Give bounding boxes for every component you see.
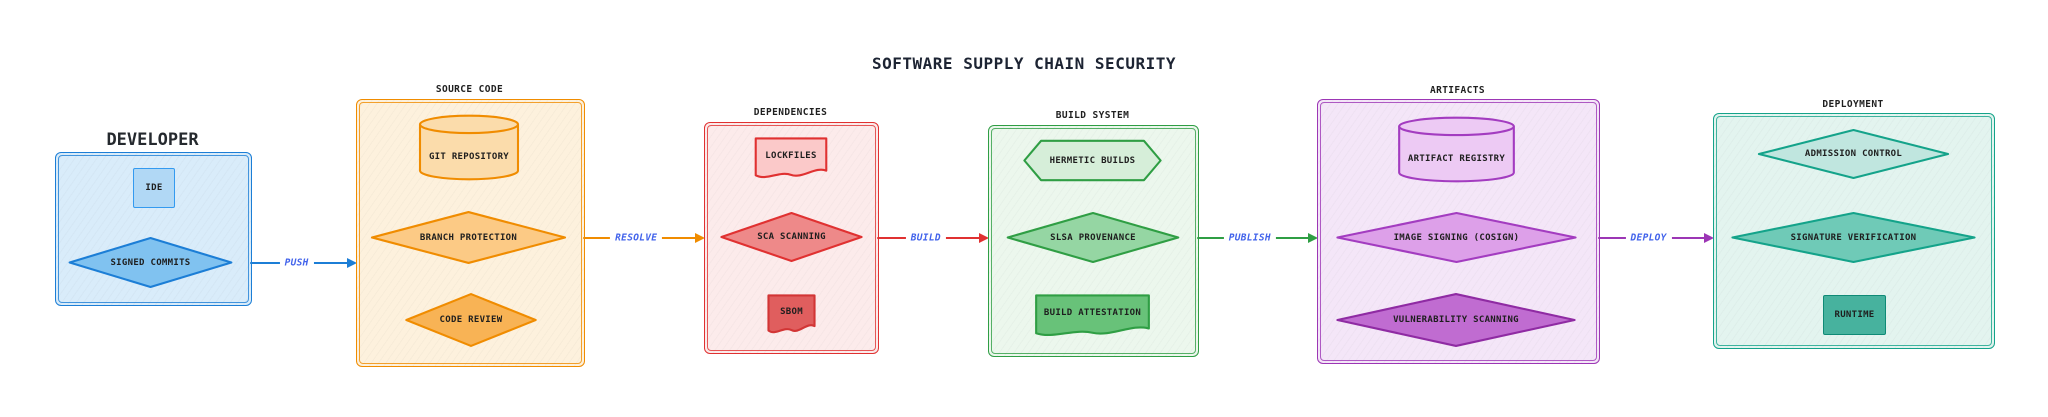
diamond-shape-icon <box>1006 212 1180 263</box>
resolve-arrow-label: RESOLVE <box>610 232 663 244</box>
sca-scanning-label: SCA SCANNING <box>757 232 826 242</box>
ide-node[interactable]: IDE <box>133 168 175 208</box>
diamond-shape-icon <box>1757 129 1950 179</box>
runtime-node[interactable]: RUNTIME <box>1823 295 1886 335</box>
dependencies-section-title: DEPENDENCIES <box>753 107 828 118</box>
git-repository-label: GIT REPOSITORY <box>428 152 510 163</box>
arrow-head-icon <box>1704 232 1714 243</box>
diagram-title: SOFTWARE SUPPLY CHAIN SECURITY <box>872 54 1176 73</box>
ide-label: IDE <box>145 183 163 193</box>
cylinder-shape-icon <box>1398 117 1515 182</box>
vulnerability-scanning-label: VULNERABILITY SCANNING <box>1393 315 1519 325</box>
diamond-shape-icon <box>1335 212 1578 263</box>
publish-arrow[interactable]: PUBLISH <box>1197 229 1318 247</box>
arrow-head-icon <box>979 232 989 243</box>
build-attestation-label: BUILD ATTESTATION <box>1043 308 1142 319</box>
push-arrow-label: PUSH <box>279 257 314 269</box>
build-attestation-node[interactable]: BUILD ATTESTATION <box>1035 295 1150 338</box>
diamond-shape-icon <box>1335 293 1577 347</box>
branch-protection-node[interactable]: BRANCH PROTECTION <box>370 211 567 264</box>
signed-commits-node[interactable]: SIGNED COMMITS <box>68 237 233 288</box>
artifact-registry-node[interactable]: ARTIFACT REGISTRY <box>1398 117 1515 182</box>
signature-verification-label: SIGNATURE VERIFICATION <box>1790 232 1917 243</box>
diamond-shape-icon <box>405 293 537 347</box>
signed-commits-label: SIGNED COMMITS <box>110 257 191 268</box>
publish-arrow-label: PUBLISH <box>1223 232 1276 244</box>
admission-control-node[interactable]: ADMISSION CONTROL <box>1757 129 1950 179</box>
branch-protection-label: BRANCH PROTECTION <box>419 232 518 243</box>
git-repository-node[interactable]: GIT REPOSITORY <box>419 115 519 180</box>
resolve-arrow[interactable]: RESOLVE <box>583 229 705 247</box>
image-signing-node[interactable]: IMAGE SIGNING (COSIGN) <box>1335 212 1578 263</box>
admission-control-label: ADMISSION CONTROL <box>1804 149 1903 159</box>
sca-scanning-node[interactable]: SCA SCANNING <box>720 212 863 262</box>
deployment-section-title: DEPLOYMENT <box>1822 99 1884 110</box>
arrow-head-icon <box>1308 232 1318 243</box>
artifact-registry-label: ARTIFACT REGISTRY <box>1407 154 1506 165</box>
hermetic-builds-node[interactable]: HERMETIC BUILDS <box>1023 140 1162 181</box>
diamond-shape-icon <box>1730 212 1977 263</box>
signature-verification-node[interactable]: SIGNATURE VERIFICATION <box>1730 212 1977 263</box>
build-system-section-title: BUILD SYSTEM <box>1055 110 1130 121</box>
arrow-head-icon <box>347 257 357 268</box>
cylinder-shape-icon <box>419 115 519 180</box>
developer-section-title: DEVELOPER <box>106 130 199 150</box>
sbom-label: SBOM <box>780 306 803 317</box>
document-shape-icon <box>755 138 827 180</box>
source-code-section-title: SOURCE CODE <box>435 84 504 95</box>
document-shape-icon <box>768 295 815 335</box>
push-arrow[interactable]: PUSH <box>250 254 357 272</box>
build-arrow-label: BUILD <box>905 232 946 244</box>
hermetic-builds-label: HERMETIC BUILDS <box>1049 155 1136 166</box>
code-review-label: CODE REVIEW <box>439 315 503 325</box>
diamond-shape-icon <box>370 211 567 264</box>
slsa-provenance-label: SLSA PROVENANCE <box>1050 232 1136 243</box>
document-shape-icon <box>1035 295 1150 338</box>
lockfiles-node[interactable]: LOCKFILES <box>755 138 827 180</box>
hexagon-shape-icon <box>1023 140 1162 181</box>
diamond-shape-icon <box>68 237 233 288</box>
diamond-shape-icon <box>720 212 863 262</box>
runtime-label: RUNTIME <box>1834 310 1875 320</box>
deploy-arrow[interactable]: DEPLOY <box>1598 229 1714 247</box>
arrow-head-icon <box>695 232 705 243</box>
deploy-arrow-label: DEPLOY <box>1625 232 1672 244</box>
artifacts-section-title: ARTIFACTS <box>1429 85 1486 96</box>
build-arrow[interactable]: BUILD <box>877 229 989 247</box>
lockfiles-label: LOCKFILES <box>765 150 817 161</box>
slsa-provenance-node[interactable]: SLSA PROVENANCE <box>1006 212 1180 263</box>
sbom-node[interactable]: SBOM <box>768 295 815 335</box>
vulnerability-scanning-node[interactable]: VULNERABILITY SCANNING <box>1335 293 1577 347</box>
image-signing-label: IMAGE SIGNING (COSIGN) <box>1393 232 1520 243</box>
code-review-node[interactable]: CODE REVIEW <box>405 293 537 347</box>
